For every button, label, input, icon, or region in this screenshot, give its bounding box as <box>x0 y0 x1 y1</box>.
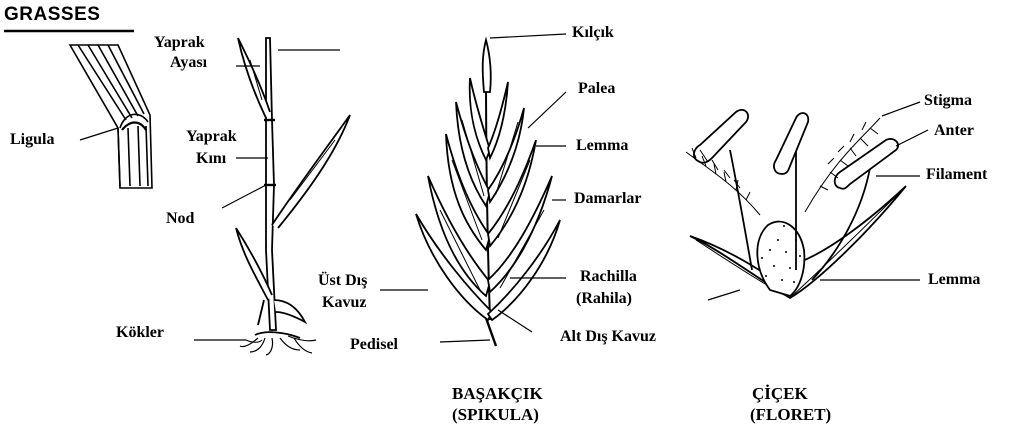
floret-drawing <box>686 110 906 298</box>
label-yaprak-ayasi-line1: Yaprak <box>154 34 205 52</box>
label-anter: Anter <box>934 122 974 140</box>
label-lemma: Lemma <box>576 137 628 155</box>
label-ust-dis-kavuz-line2: Kavuz <box>322 294 366 312</box>
label-rachilla-line2: (Rahila) <box>576 290 632 308</box>
label-damarlar: Damarlar <box>574 190 642 208</box>
diagram-title: GRASSES <box>4 4 100 26</box>
label-kilcik: Kılçık <box>572 24 614 42</box>
label-yaprak-kini-line2: Kını <box>196 150 226 168</box>
label-ust-dis-kavuz-line1: Üst Dış <box>318 272 367 290</box>
label-palea: Palea <box>578 80 615 98</box>
label-ligula: Ligula <box>10 131 54 149</box>
label-yaprak-kini-line1: Yaprak <box>186 128 237 146</box>
label-yaprak-ayasi-line2: Ayası <box>170 54 207 72</box>
label-stigma: Stigma <box>924 92 972 110</box>
label-kokler: Kökler <box>116 324 164 342</box>
caption-spikelet-line1: BAŞAKÇIK <box>452 384 543 404</box>
label-alt-dis-kavuz: Alt Dış Kavuz <box>560 328 656 346</box>
caption-spikelet-line2: (SPIKULA) <box>452 405 539 425</box>
spikelet-drawing <box>416 40 560 346</box>
leader-lines <box>80 34 928 342</box>
label-filament: Filament <box>926 166 987 184</box>
ligula-detail-drawing <box>70 45 152 188</box>
label-pedisel: Pedisel <box>350 336 398 354</box>
caption-floret-line1: ÇİÇEK <box>752 384 808 404</box>
label-nod: Nod <box>166 210 194 228</box>
label-lemma-floret: Lemma <box>928 271 980 289</box>
label-rachilla-line1: Rachilla <box>580 268 637 286</box>
caption-floret-line2: (FLORET) <box>750 405 831 425</box>
